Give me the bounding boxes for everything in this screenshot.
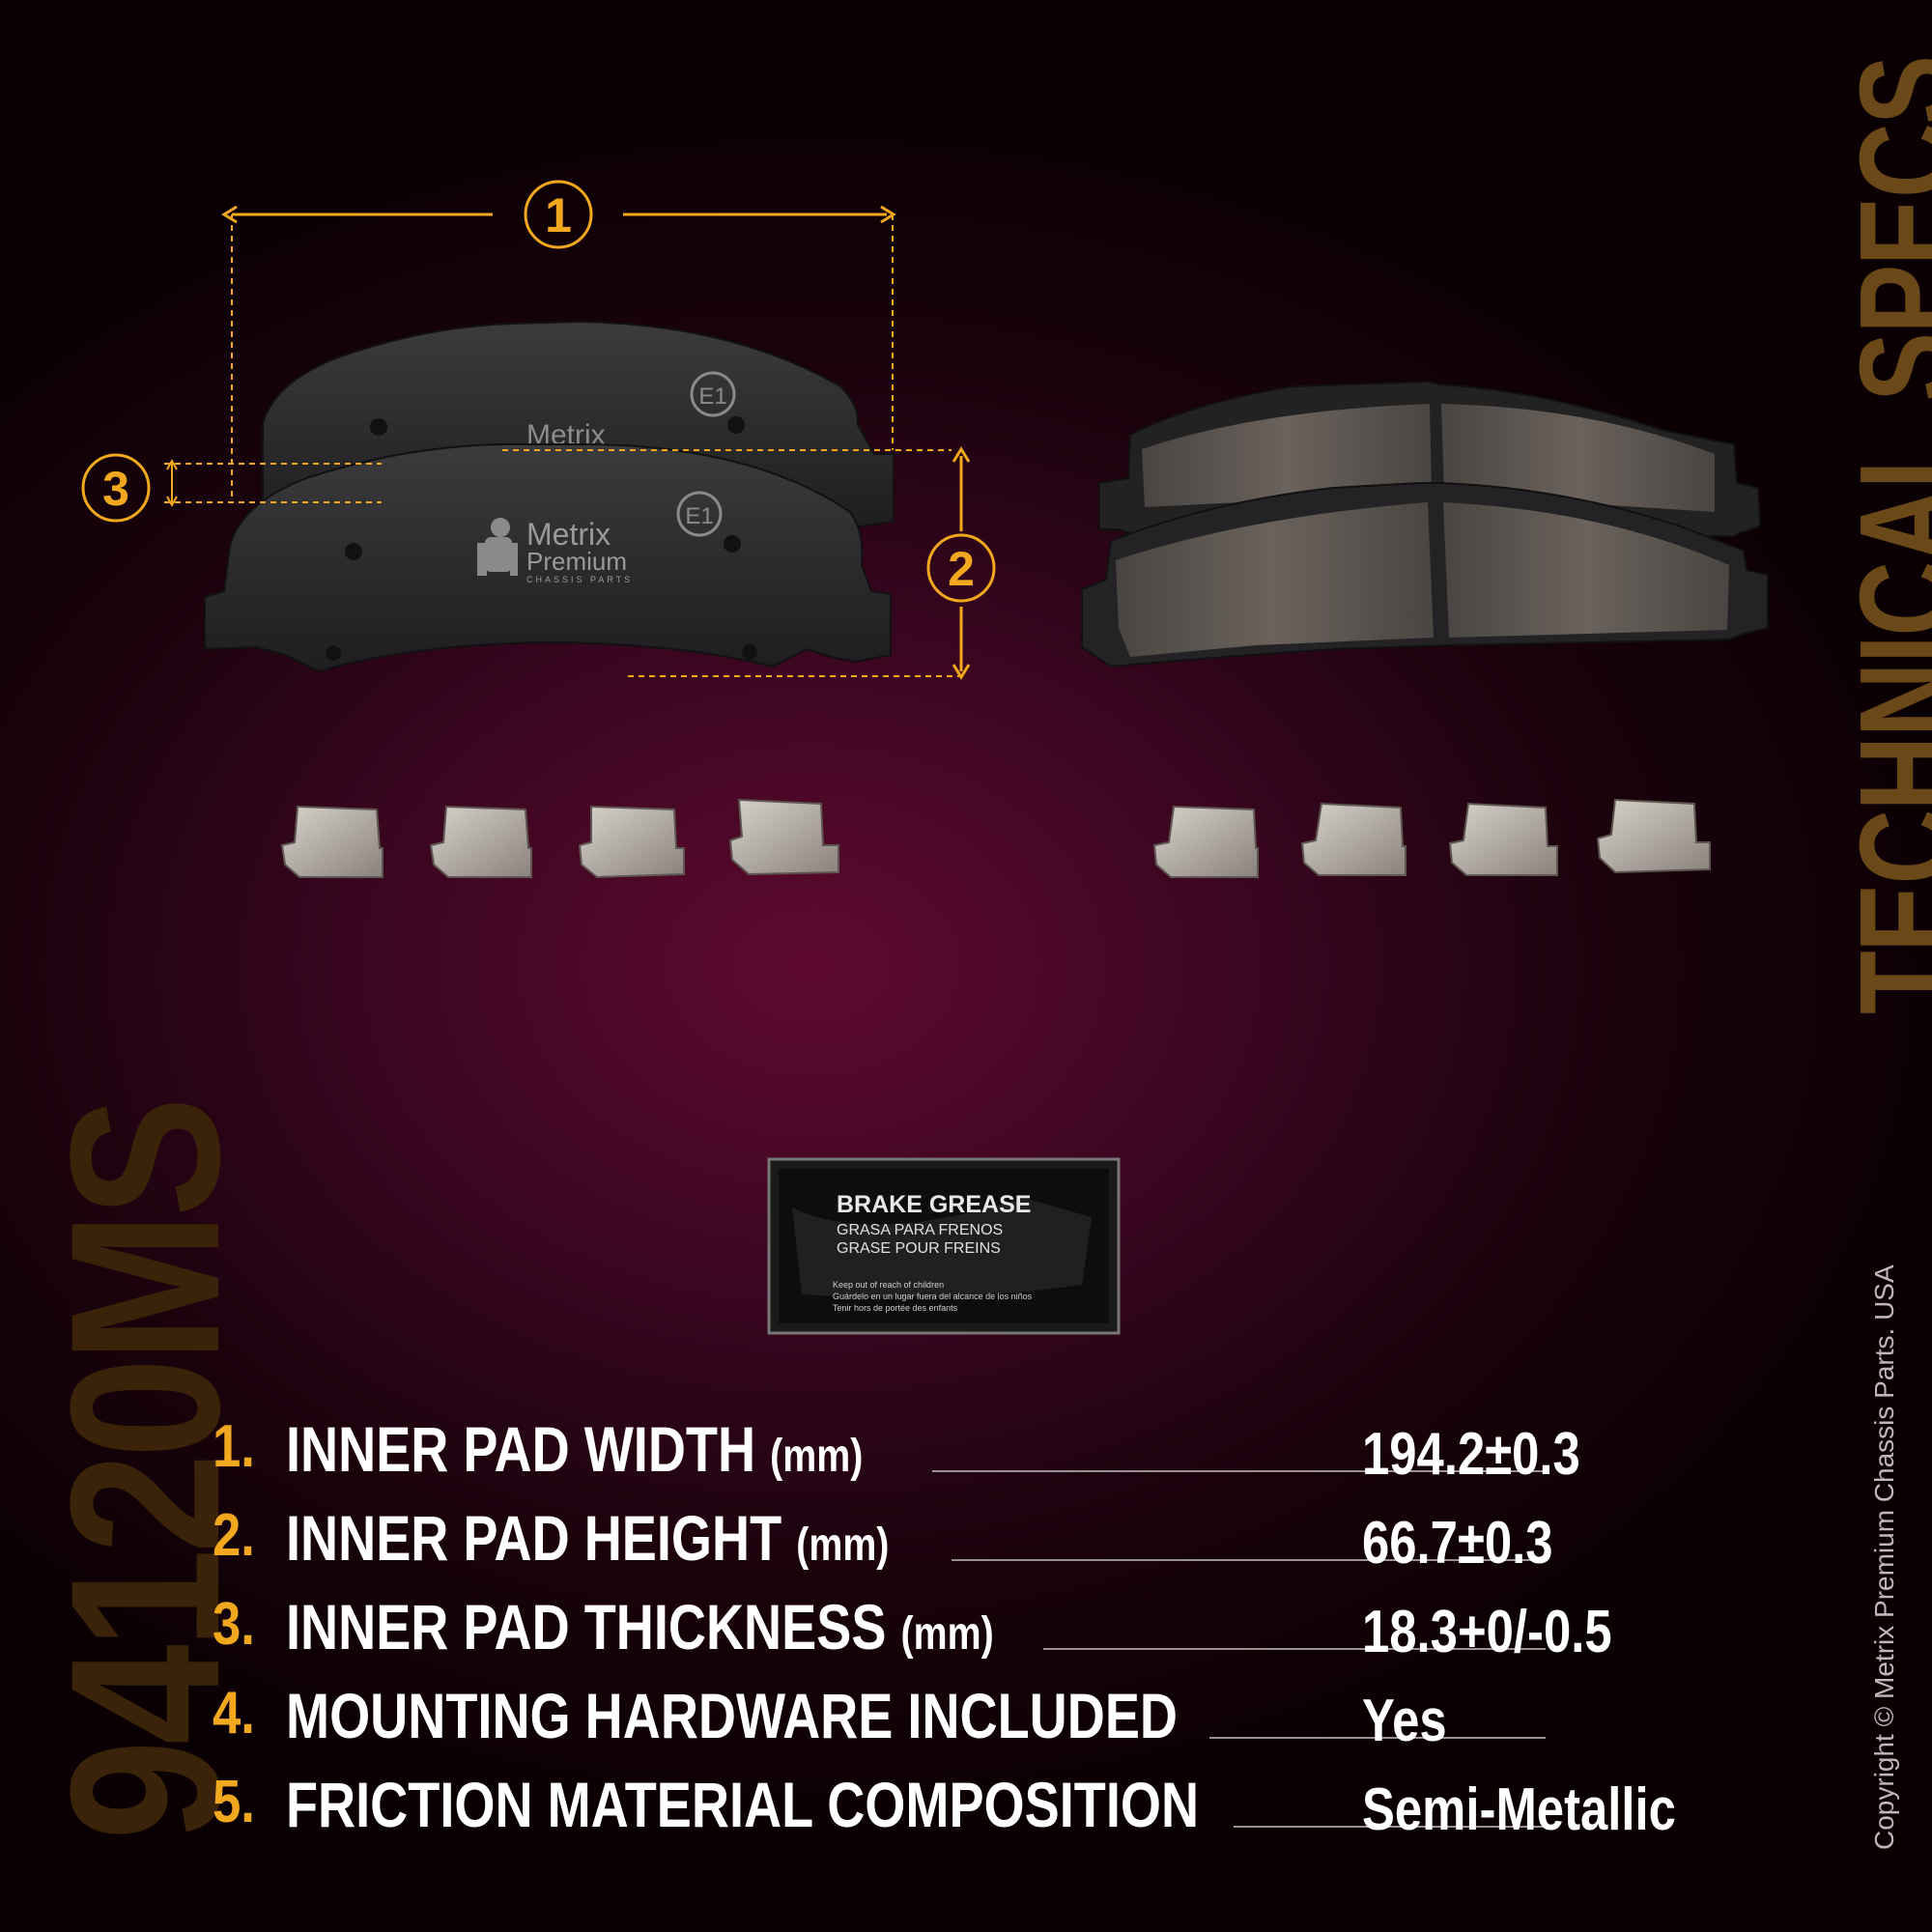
brake-grease-packet: BRAKE GREASE GRASA PARA FRENOS GRASE POU… bbox=[767, 1157, 1121, 1335]
hardware-clip bbox=[1152, 805, 1259, 878]
spec-unit: (mm) bbox=[796, 1520, 890, 1571]
spec-label: INNER PAD WIDTH (mm) bbox=[286, 1413, 864, 1485]
copyright-notice: Copyright © Metrix Premium Chassis Parts… bbox=[1869, 1264, 1899, 1850]
hardware-clip bbox=[1448, 802, 1558, 876]
spec-value: 194.2±0.3 bbox=[1362, 1421, 1580, 1488]
spec-row-thickness: 3. INNER PAD THICKNESS (mm) 18.3+0/-0.5 bbox=[213, 1590, 1758, 1679]
leader-line bbox=[1209, 1737, 1546, 1739]
spec-number: 2. bbox=[213, 1502, 255, 1569]
hardware-clip bbox=[1300, 802, 1406, 876]
svg-text:2: 2 bbox=[948, 542, 975, 596]
brake-pad-back-front: E1 Metrix Premium CHASSIS PARTS bbox=[204, 443, 892, 673]
spec-table: 1. INNER PAD WIDTH (mm) 194.2±0.3 2. INN… bbox=[213, 1412, 1758, 1857]
hardware-clip bbox=[728, 798, 839, 876]
svg-text:1: 1 bbox=[545, 188, 572, 242]
spec-row-height: 2. INNER PAD HEIGHT (mm) 66.7±0.3 bbox=[213, 1501, 1758, 1590]
leader-line bbox=[1043, 1648, 1546, 1650]
callout-1: 1 bbox=[524, 180, 593, 249]
spec-value: Semi-Metallic bbox=[1362, 1776, 1676, 1843]
spec-label: FRICTION MATERIAL COMPOSITION bbox=[286, 1769, 1200, 1840]
grease-line3: GRASE POUR FREINS bbox=[837, 1240, 1001, 1257]
spec-label: INNER PAD HEIGHT (mm) bbox=[286, 1502, 890, 1574]
spec-number: 3. bbox=[213, 1591, 255, 1658]
grease-warn3: Tenir hors de portée des enfants bbox=[833, 1303, 958, 1313]
lion-logo-icon bbox=[477, 518, 518, 576]
grease-warn2: Guárdelo en un lugar fuera del alcance d… bbox=[833, 1292, 1033, 1301]
grease-warn1: Keep out of reach of children bbox=[833, 1280, 944, 1290]
pad-brand-line3: CHASSIS PARTS bbox=[526, 575, 633, 584]
spec-label: MOUNTING HARDWARE INCLUDED bbox=[286, 1680, 1178, 1751]
hardware-clip bbox=[429, 805, 532, 878]
hardware-clip bbox=[1596, 798, 1711, 874]
brake-pad-friction-front bbox=[1081, 482, 1769, 668]
spec-row-width: 1. INNER PAD WIDTH (mm) 194.2±0.3 bbox=[213, 1412, 1758, 1501]
spec-value: 18.3+0/-0.5 bbox=[1362, 1599, 1612, 1665]
e1-mark-front: E1 bbox=[685, 503, 713, 529]
leader-line bbox=[932, 1470, 1546, 1472]
grease-line2: GRASA PARA FRENOS bbox=[837, 1222, 1003, 1238]
spec-unit: (mm) bbox=[770, 1431, 864, 1482]
callout-2: 2 bbox=[926, 533, 996, 603]
grease-title: BRAKE GREASE bbox=[837, 1191, 1031, 1218]
spec-number: 5. bbox=[213, 1769, 255, 1835]
hardware-clips-right bbox=[1152, 798, 1711, 878]
spec-unit: (mm) bbox=[900, 1608, 994, 1660]
leader-line bbox=[1234, 1826, 1546, 1828]
hardware-clip bbox=[280, 805, 384, 878]
svg-text:3: 3 bbox=[102, 462, 129, 516]
section-title: TECHNICAL SPECS bbox=[1833, 56, 1932, 1014]
dimension-lines bbox=[164, 205, 971, 680]
pad-brand-line1: Metrix bbox=[526, 517, 611, 552]
spec-number: 4. bbox=[213, 1680, 255, 1747]
leader-line bbox=[952, 1559, 1546, 1561]
hardware-clips-left bbox=[280, 798, 839, 879]
callout-3: 3 bbox=[81, 453, 151, 523]
spec-row-hardware: 4. MOUNTING HARDWARE INCLUDED Yes bbox=[213, 1679, 1758, 1768]
spec-number: 1. bbox=[213, 1413, 255, 1480]
spec-value: 66.7±0.3 bbox=[1362, 1510, 1553, 1577]
e1-mark-rear: E1 bbox=[698, 384, 726, 410]
spec-label: INNER PAD THICKNESS (mm) bbox=[286, 1591, 994, 1662]
hardware-clip bbox=[578, 805, 685, 879]
spec-value: Yes bbox=[1362, 1688, 1447, 1754]
pad-brand-line2: Premium bbox=[526, 547, 627, 576]
spec-row-friction: 5. FRICTION MATERIAL COMPOSITION Semi-Me… bbox=[213, 1768, 1758, 1857]
